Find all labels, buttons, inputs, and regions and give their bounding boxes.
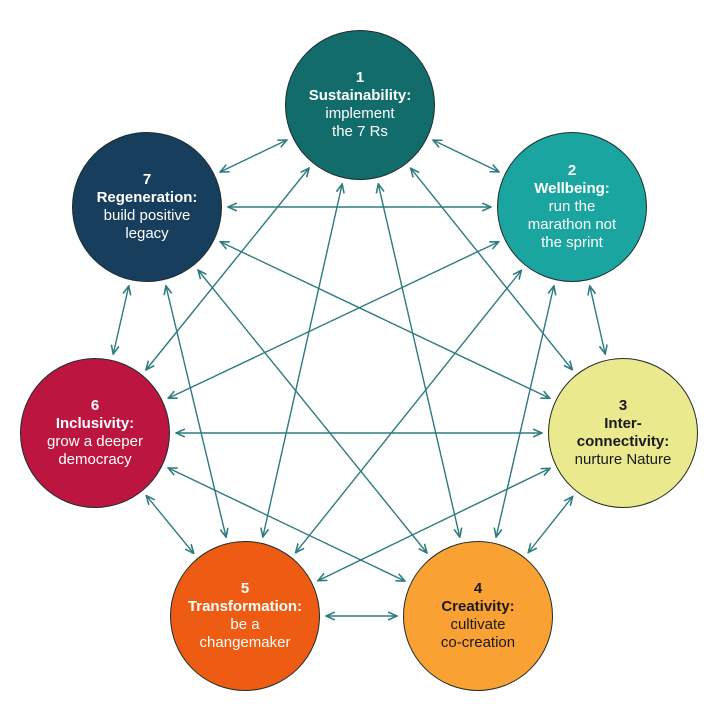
node-number: 1: [355, 69, 365, 86]
node-number: 5: [240, 580, 250, 597]
node-inclusivity: 6 Inclusivity: grow a deeper democracy: [20, 358, 170, 508]
connector-arrow-4-7: [198, 270, 427, 553]
node-description: be a changemaker: [199, 616, 291, 651]
connector-arrow-6-7: [113, 286, 129, 354]
connector-arrow-1-5: [263, 184, 342, 537]
node-description: build positive legacy: [103, 207, 191, 242]
node-description: nurture Nature: [574, 451, 672, 468]
node-regeneration: 7 Regeneration: build positive legacy: [72, 132, 222, 282]
connector-arrow-1-4: [378, 184, 460, 537]
connector-arrow-1-7: [220, 140, 287, 172]
connector-arrow-3-4: [528, 497, 572, 553]
node-description: run the marathon not the sprint: [527, 198, 617, 251]
node-number: 6: [90, 397, 100, 414]
node-wellbeing: 2 Wellbeing: run the marathon not the sp…: [497, 132, 647, 282]
node-title: Inter- connectivity:: [576, 415, 670, 450]
node-number: 3: [618, 397, 628, 414]
node-title: Regeneration:: [96, 189, 198, 206]
node-title: Wellbeing:: [534, 180, 610, 197]
connector-arrow-5-7: [166, 286, 226, 537]
connector-arrow-1-2: [433, 140, 499, 172]
connector-lines: [113, 140, 605, 616]
node-number: 2: [567, 162, 577, 179]
node-number: 7: [142, 171, 152, 188]
node-description: cultivate co-creation: [440, 616, 516, 651]
node-transformation: 5 Transformation: be a changemaker: [170, 541, 320, 691]
node-sustainability: 1 Sustainability: implement the 7 Rs: [285, 30, 435, 180]
connector-arrow-2-6: [168, 242, 499, 399]
node-description: implement the 7 Rs: [325, 105, 395, 140]
node-description: grow a deeper democracy: [47, 433, 143, 468]
connector-arrow-5-6: [146, 496, 193, 554]
connector-arrow-2-4: [496, 286, 554, 537]
node-title: Inclusivity:: [55, 415, 135, 432]
node-interconnectivity: 3 Inter- connectivity: nurture Nature: [548, 358, 698, 508]
node-number: 4: [473, 580, 483, 597]
node-title: Creativity:: [441, 598, 515, 615]
connector-arrow-3-7: [220, 242, 550, 399]
node-title: Transformation:: [187, 598, 303, 615]
node-creativity: 4 Creativity: cultivate co-creation: [403, 541, 553, 691]
node-title: Sustainability:: [308, 87, 412, 104]
connector-arrow-2-3: [590, 286, 605, 354]
